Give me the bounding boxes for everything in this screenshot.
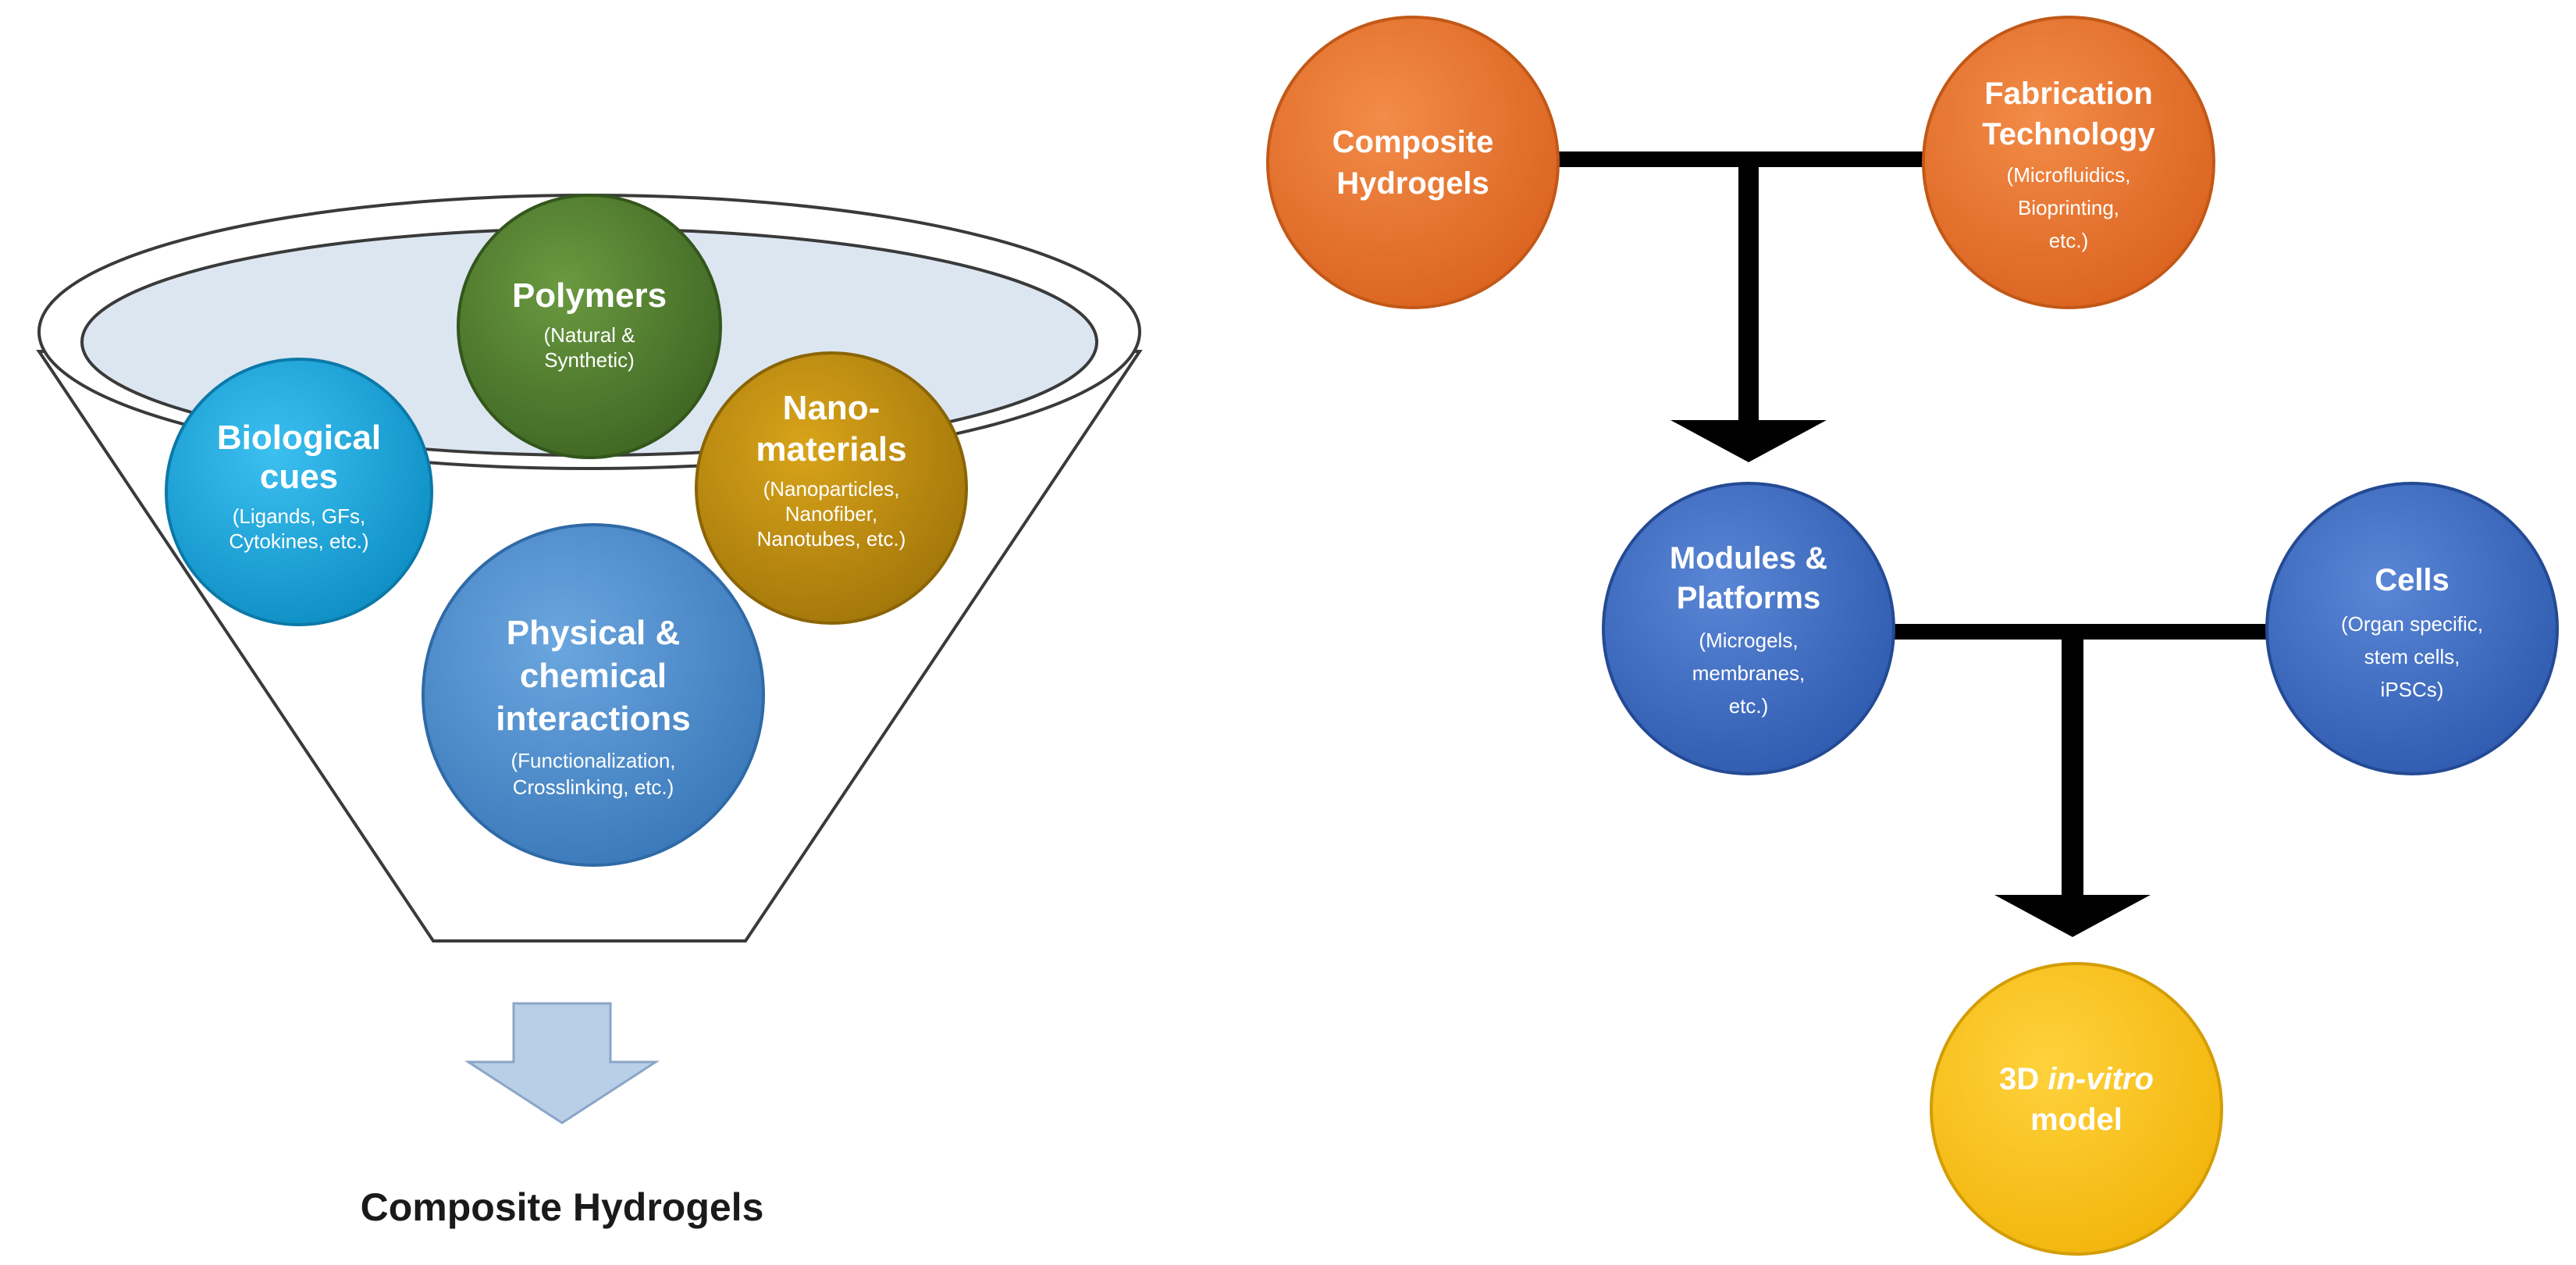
biological-cues-circle: Biological cues (Ligands, GFs, Cytokines…: [165, 358, 433, 626]
connector-bottom: [1893, 624, 2272, 937]
biological-title-1: Biological: [217, 419, 381, 457]
physical-title-2: chemical: [520, 657, 667, 695]
model-title-italic: in-vitro: [2048, 1062, 2154, 1096]
nanomaterials-circle: Nano- materials (Nanoparticles, Nanofibe…: [695, 351, 968, 625]
nano-sub-2: Nanofiber,: [785, 502, 878, 526]
cells-title: Cells: [2375, 563, 2450, 597]
fabrication-sub-3: etc.): [2049, 229, 2089, 252]
biological-title-2: cues: [260, 458, 338, 496]
fabrication-sub-1: (Microfluidics,: [2007, 163, 2131, 187]
physical-chemical-circle: Physical & chemical interactions (Functi…: [422, 523, 765, 867]
model-title-line-2: model: [2030, 1103, 2122, 1137]
nano-sub-3: Nanotubes, etc.): [757, 527, 906, 551]
fabrication-title-1: Fabrication: [1984, 77, 2153, 111]
modules-title-2: Platforms: [1677, 581, 1821, 615]
composite-title-2: Hydrogels: [1336, 166, 1489, 201]
physical-sub-2: Crosslinking, etc.): [513, 775, 674, 799]
fabrication-title-2: Technology: [1982, 117, 2155, 151]
model-title-line-1: 3D in-vitro: [1999, 1062, 2154, 1096]
polymers-sub-2: Synthetic): [544, 348, 635, 372]
cells-sub-2: stem cells,: [2364, 645, 2460, 668]
nano-sub-1: (Nanoparticles,: [763, 477, 900, 501]
connector-top: [1553, 151, 1928, 462]
modules-sub-3: etc.): [1729, 694, 1769, 718]
composite-title-1: Composite: [1332, 125, 1494, 159]
node-composite-hydrogels: Composite Hydrogels: [1266, 16, 1560, 309]
model-title-prefix: 3D: [1999, 1062, 2048, 1096]
physical-sub-1: (Functionalization,: [511, 749, 676, 772]
biological-sub-2: Cytokines, etc.): [229, 529, 368, 553]
modules-sub-1: (Microgels,: [1699, 629, 1798, 652]
polymers-circle: Polymers (Natural & Synthetic): [457, 194, 722, 459]
modules-title-1: Modules &: [1670, 541, 1827, 575]
funnel-diagram: Polymers (Natural & Synthetic) Biologica…: [36, 194, 1143, 1229]
nano-title-2: materials: [756, 430, 906, 469]
flow-diagram: Composite Hydrogels Fabrication Technolo…: [1266, 16, 2559, 1256]
biological-sub-1: (Ligands, GFs,: [233, 504, 366, 528]
node-modules-platforms: Modules & Platforms (Microgels, membrane…: [1602, 482, 1895, 775]
polymers-sub-1: (Natural &: [543, 323, 635, 347]
node-3d-model: 3D in-vitro model: [1930, 962, 2223, 1256]
physical-title-1: Physical &: [507, 614, 681, 652]
fabrication-sub-2: Bioprinting,: [2018, 196, 2119, 219]
nano-title-1: Nano-: [783, 389, 881, 427]
modules-sub-2: membranes,: [1692, 661, 1806, 685]
node-cells: Cells (Organ specific, stem cells, iPSCs…: [2265, 482, 2559, 775]
cells-sub-1: (Organ specific,: [2341, 612, 2483, 636]
cells-sub-3: iPSCs): [2381, 678, 2444, 701]
node-fabrication-technology: Fabrication Technology (Microfluidics, B…: [1922, 16, 2215, 309]
funnel-down-arrow: [464, 1002, 660, 1124]
physical-title-3: interactions: [496, 700, 690, 738]
polymers-title: Polymers: [512, 276, 667, 315]
funnel-caption: Composite Hydrogels: [361, 1185, 764, 1229]
